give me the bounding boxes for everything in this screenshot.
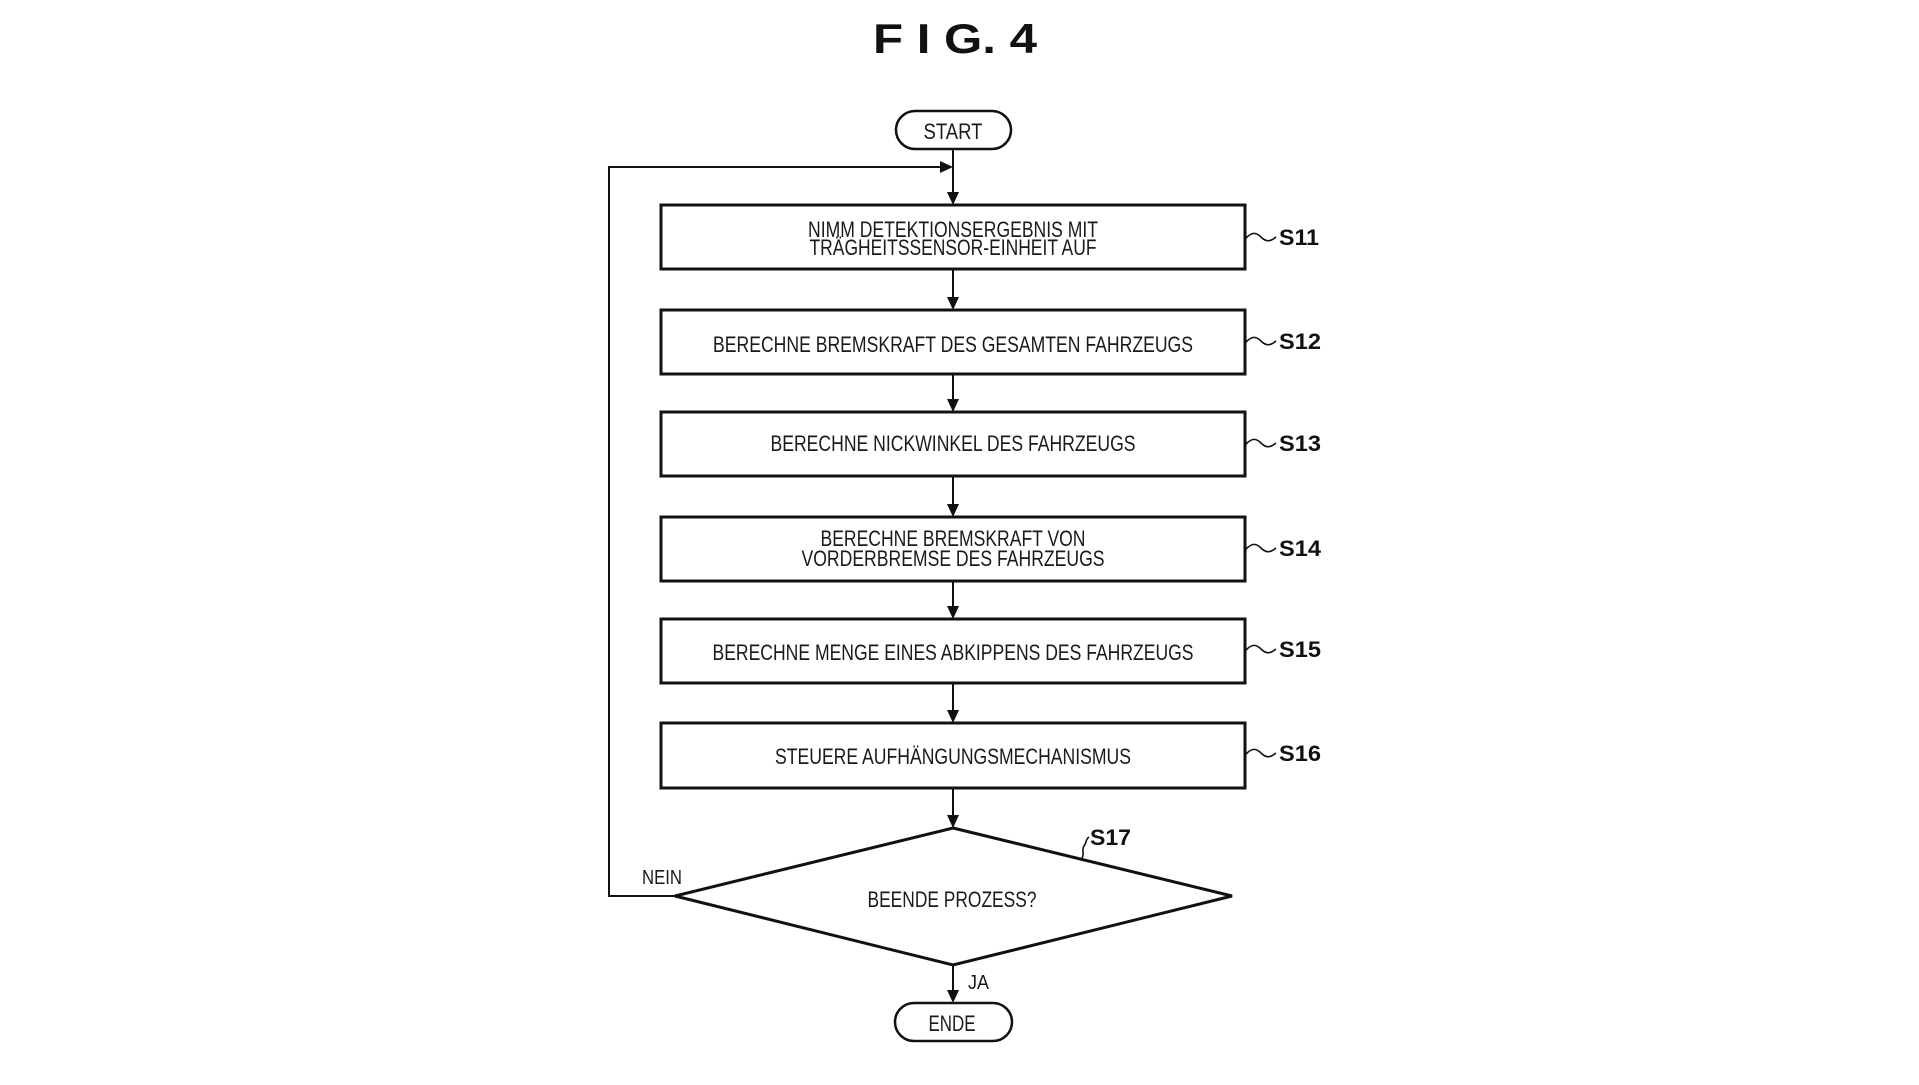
arrowhead-icon <box>940 161 953 173</box>
end-label: ENDE <box>929 1011 976 1036</box>
start-label: START <box>924 119 983 144</box>
end-terminal-shape <box>893 1001 1014 1043</box>
arrowhead-icon <box>947 504 959 517</box>
arrowhead-icon <box>947 606 959 619</box>
step-s11: NIMM DETEKTIONSERGEBNIS MIT TRÄGHEITSSEN… <box>659 203 1319 271</box>
step-label: S14 <box>1279 536 1322 561</box>
arrowhead-icon <box>947 192 959 205</box>
step-s14: BERECHNE BREMSKRAFT VON VORDERBREMSE DES… <box>659 515 1322 583</box>
leader-tilde-icon <box>1245 748 1277 758</box>
step-text-line: BERECHNE BREMSKRAFT DES GESAMTEN FAHRZEU… <box>713 332 1193 357</box>
figure-title: F I G. 4 <box>873 15 1038 62</box>
step-label: S11 <box>1279 225 1319 250</box>
process-box <box>659 410 1247 478</box>
process-box <box>659 515 1247 583</box>
step-s13: BERECHNE NICKWINKEL DES FAHRZEUGS S13 <box>659 410 1321 478</box>
step-text-line: BERECHNE MENGE EINES ABKIPPENS DES FAHRZ… <box>713 640 1194 665</box>
step-label: S16 <box>1279 741 1321 766</box>
loop-back-connector <box>608 166 943 897</box>
step-label: S17 <box>1090 825 1131 850</box>
leader-tilde-icon <box>1245 336 1277 346</box>
connectors <box>608 149 959 1003</box>
step-text-line: BERECHNE BREMSKRAFT VON <box>821 526 1086 551</box>
step-text-line: NIMM DETEKTIONSERGEBNIS MIT <box>808 217 1098 242</box>
step-text-line: VORDERBREMSE DES FAHRZEUGS <box>802 546 1105 571</box>
decision-s17: BEENDE PROZESS? S17 NEIN JA <box>642 825 1233 994</box>
step-s16: STEUERE AUFHÄNGUNGSMECHANISMUS S16 <box>659 721 1321 790</box>
arrowhead-icon <box>947 990 959 1003</box>
decision-diamond <box>674 826 1233 967</box>
no-branch-label: NEIN <box>642 867 682 889</box>
arrowhead-icon <box>947 297 959 310</box>
step-text-line: BERECHNE NICKWINKEL DES FAHRZEUGS <box>771 431 1136 456</box>
step-label: S15 <box>1279 637 1321 662</box>
process-box <box>659 308 1247 376</box>
step-s12: BERECHNE BREMSKRAFT DES GESAMTEN FAHRZEU… <box>659 308 1321 376</box>
step-text-line: TRÄGHEITSSENSOR-EINHEIT AUF <box>810 235 1097 260</box>
arrowhead-icon <box>947 710 959 723</box>
leader-tilde-icon <box>1245 644 1277 654</box>
start-terminal: START <box>894 109 1013 151</box>
process-box <box>659 203 1247 271</box>
yes-branch-label: JA <box>968 972 990 994</box>
leader-tilde-icon <box>1081 836 1090 859</box>
arrowhead-icon <box>947 815 959 828</box>
process-box <box>659 721 1247 790</box>
step-label: S12 <box>1279 329 1321 354</box>
process-box <box>659 617 1247 685</box>
leader-tilde-icon <box>1245 543 1277 553</box>
leader-tilde-icon <box>1245 438 1277 448</box>
step-s15: BERECHNE MENGE EINES ABKIPPENS DES FAHRZ… <box>659 617 1321 685</box>
step-label: S13 <box>1279 431 1321 456</box>
leader-tilde-icon <box>1245 232 1277 242</box>
step-text-line: STEUERE AUFHÄNGUNGSMECHANISMUS <box>775 744 1131 769</box>
arrowhead-icon <box>947 399 959 412</box>
decision-question: BEENDE PROZESS? <box>868 887 1037 912</box>
end-terminal: ENDE <box>893 1001 1014 1043</box>
